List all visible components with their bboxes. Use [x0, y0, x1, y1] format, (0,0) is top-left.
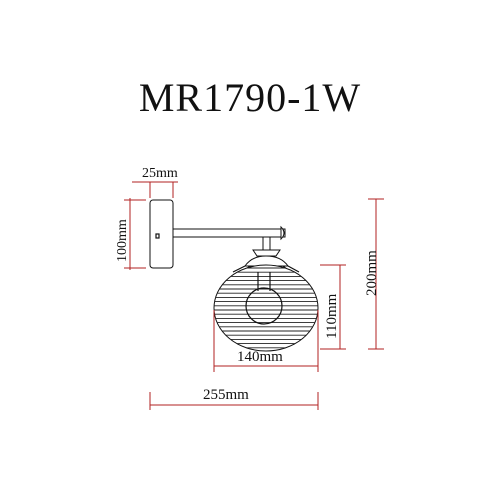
holder-prongs: [232, 265, 300, 275]
dim-label-shade-width: 140mm: [237, 349, 283, 365]
lamp-holder: [244, 255, 289, 267]
bulb-socket: [257, 272, 271, 291]
lamp-stem: [262, 236, 271, 251]
dim-label-total-length: 255mm: [203, 387, 249, 403]
lamp-collar: [252, 249, 281, 257]
dim-label-plate-depth: 25mm: [142, 166, 178, 181]
model-title: MR1790-1W: [138, 75, 362, 120]
dimension-lines: [124, 181, 384, 410]
glass-globe: [213, 264, 319, 352]
dim-label-plate-height: 100mm: [115, 219, 130, 262]
lamp-arm: [172, 228, 286, 238]
dim-label-shade-height: 110mm: [324, 293, 340, 339]
arm-end-cap: [280, 225, 285, 241]
wall-sconce-drawing: [149, 199, 319, 352]
light-bulb: [245, 287, 283, 325]
plate-screw: [155, 233, 160, 239]
dim-label-total-height: 200mm: [364, 250, 380, 296]
wall-plate: [149, 199, 174, 269]
